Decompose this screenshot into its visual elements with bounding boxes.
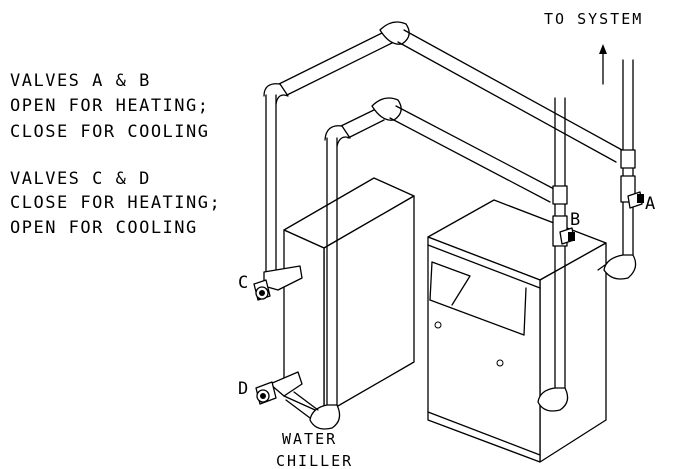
valves-ab-note: VALVES A & B OPEN FOR HEATING; CLOSE FOR… bbox=[10, 71, 210, 142]
water-chiller-label: WATER CHILLER bbox=[276, 430, 353, 469]
boiler-unit bbox=[427, 199, 607, 463]
water-chiller-unit bbox=[283, 177, 415, 415]
valve-c-label: C bbox=[238, 273, 248, 293]
valves-ab-line1: VALVES A & B bbox=[10, 71, 151, 91]
valve-b bbox=[552, 185, 575, 247]
valves-ab-line2: OPEN FOR HEATING; bbox=[10, 96, 210, 116]
water-chiller-line2: CHILLER bbox=[276, 452, 353, 469]
valve-a-label: A bbox=[645, 194, 655, 214]
valve-b-handle-icon bbox=[568, 232, 575, 241]
to-system-label: TO SYSTEM bbox=[544, 10, 643, 28]
valve-d bbox=[255, 371, 303, 405]
flow-arrow-icon bbox=[599, 44, 607, 85]
outer-pipe-loop bbox=[263, 21, 637, 280]
valve-b-label: B bbox=[570, 210, 580, 230]
valves-cd-line2: CLOSE FOR HEATING; bbox=[10, 193, 221, 213]
valves-cd-line3: OPEN FOR COOLING bbox=[10, 218, 198, 238]
valves-cd-note: VALVES C & D CLOSE FOR HEATING; OPEN FOR… bbox=[10, 169, 221, 238]
valve-c bbox=[253, 265, 303, 301]
valves-cd-line1: VALVES C & D bbox=[10, 169, 151, 189]
valve-a bbox=[620, 149, 644, 209]
valves-ab-line3: CLOSE FOR COOLING bbox=[10, 122, 210, 142]
valve-d-label: D bbox=[238, 379, 248, 399]
valve-d-handle-icon bbox=[260, 393, 266, 399]
valve-c-handle-icon bbox=[259, 290, 265, 296]
water-chiller-line1: WATER bbox=[282, 430, 337, 448]
valve-a-handle-icon bbox=[637, 194, 644, 203]
inner-pipe-loop bbox=[285, 97, 569, 430]
